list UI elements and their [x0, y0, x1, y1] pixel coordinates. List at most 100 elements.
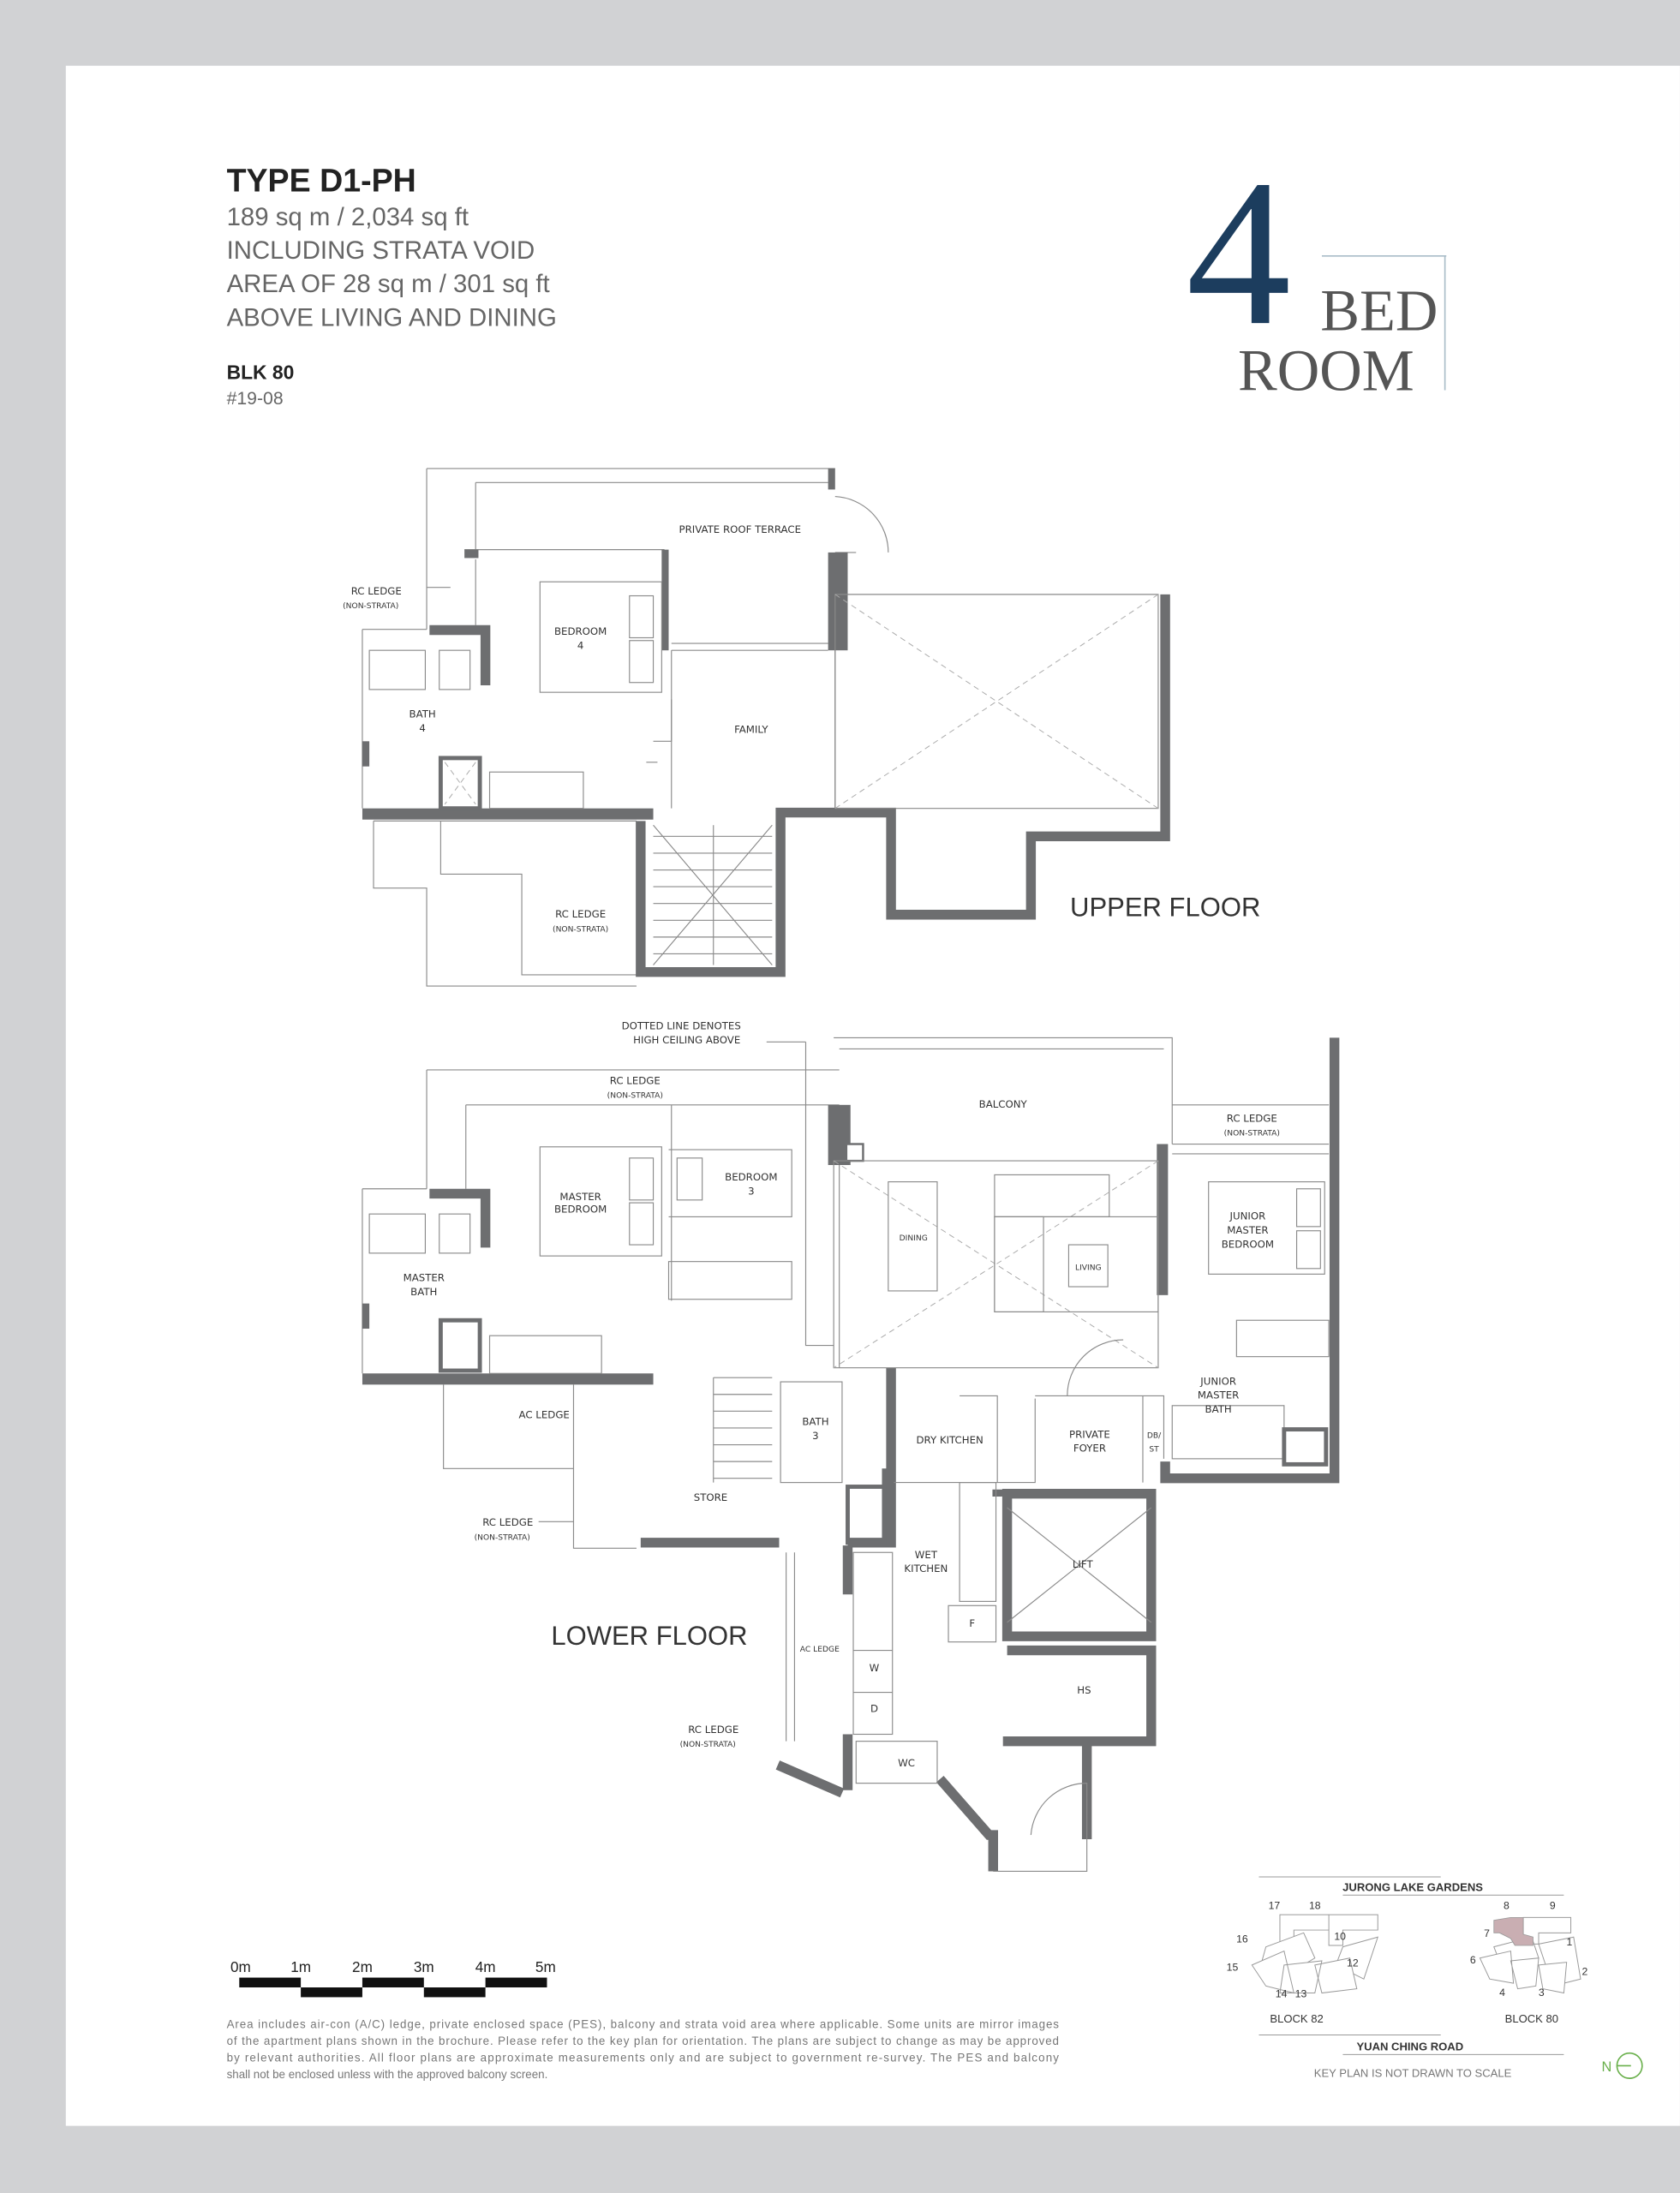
label-private-foyer: FOYER [1073, 1443, 1106, 1455]
bedroom-count-badge: 4 BED ROOM [1187, 136, 1447, 403]
key-unit: 13 [1295, 1987, 1307, 1999]
label-rc-ledge-sub: (NON-STRATA) [475, 1534, 530, 1543]
label-master-bath: BATH [410, 1286, 437, 1298]
label-rc-ledge: RC LEDGE [351, 585, 402, 597]
label-fridge: F [969, 1617, 975, 1629]
key-unit: 9 [1550, 1900, 1556, 1912]
label-dotted-line-note: DOTTED LINE DENOTES [622, 1020, 741, 1032]
label-washer: W [870, 1662, 880, 1674]
label-family: FAMILY [734, 724, 768, 736]
disclaimer-line: of the apartment plans shown in the broc… [227, 2035, 1059, 2047]
key-unit: 17 [1269, 1900, 1281, 1912]
label-master-bath: MASTER [404, 1272, 445, 1284]
scale-tick: 4m [475, 1958, 496, 1975]
key-plan: JURONG LAKE GARDENS 17 18 16 10 15 12 14… [1227, 1876, 1643, 2079]
page-sheet [65, 65, 1680, 2126]
badge-room: ROOM [1238, 338, 1414, 403]
label-bedroom-4: BEDROOM [554, 625, 607, 637]
scale-tick: 1m [290, 1958, 311, 1975]
block-80-outline [1479, 1916, 1581, 1994]
label-junior-master-bedroom: JUNIOR [1229, 1210, 1266, 1222]
highlighted-unit [1493, 1916, 1534, 1946]
key-unit: 1 [1567, 1936, 1573, 1948]
label-wc: WC [898, 1757, 915, 1769]
label-rc-ledge-sub: (NON-STRATA) [1224, 1130, 1280, 1138]
scale-tick: 2m [352, 1958, 373, 1975]
scale-tick: 3m [414, 1958, 434, 1975]
north-label: N [1601, 2059, 1611, 2075]
label-bedroom-3: BEDROOM [725, 1171, 777, 1183]
scale-tick: 5m [535, 1958, 556, 1975]
key-unit: 8 [1504, 1900, 1510, 1912]
block-82-outline [1251, 1914, 1379, 1994]
upper-floor-plan: PRIVATE ROOF TERRACE RC LEDGE (NON-STRAT… [343, 468, 1260, 987]
label-store: STORE [694, 1491, 727, 1503]
label-db-st: DB/ [1147, 1431, 1162, 1440]
unit-type-title: TYPE D1-PH [227, 163, 416, 199]
label-private-foyer: PRIVATE [1069, 1428, 1110, 1440]
label-rc-ledge: RC LEDGE [482, 1516, 533, 1528]
label-rc-ledge-sub: (NON-STRATA) [343, 602, 398, 611]
key-unit: 16 [1236, 1933, 1248, 1945]
label-rc-ledge: RC LEDGE [1227, 1112, 1277, 1124]
label-db-st: ST [1149, 1446, 1159, 1455]
block-label: BLK 80 [227, 361, 295, 383]
disclaimer-line: shall not be enclosed unless with the ap… [227, 2068, 548, 2081]
north-arrow-icon: N [1601, 2052, 1643, 2079]
area-line: AREA OF 28 sq m / 301 sq ft [227, 270, 550, 298]
label-junior-master-bedroom: MASTER [1227, 1224, 1268, 1236]
key-unit: 15 [1227, 1961, 1239, 1973]
label-balcony: BALCONY [979, 1098, 1028, 1110]
label-private-roof-terrace: PRIVATE ROOF TERRACE [679, 523, 801, 535]
label-master-bedroom: BEDROOM [554, 1204, 607, 1216]
key-unit: 12 [1347, 1957, 1359, 1969]
unit-number: #19-08 [227, 389, 284, 409]
label-hs: HS [1077, 1684, 1091, 1696]
label-rc-ledge-sub: (NON-STRATA) [553, 925, 608, 934]
key-plan-note: KEY PLAN IS NOT DRAWN TO SCALE [1314, 2066, 1512, 2079]
key-plan-bottom-road: YUAN CHING ROAD [1356, 2040, 1463, 2053]
label-master-bedroom: MASTER [559, 1191, 601, 1203]
label-wet-kitchen: KITCHEN [904, 1563, 948, 1575]
label-dry-kitchen: DRY KITCHEN [917, 1434, 983, 1446]
disclaimer-line: by relevant authorities. All floor plans… [227, 2052, 1060, 2065]
label-ac-ledge: AC LEDGE [800, 1646, 840, 1654]
key-unit: 4 [1499, 1987, 1505, 1999]
label-rc-ledge-sub: (NON-STRATA) [680, 1741, 736, 1749]
label-wet-kitchen: WET [915, 1549, 938, 1561]
area-line: 189 sq m / 2,034 sq ft [227, 203, 469, 231]
label-bath-4: BATH [410, 708, 436, 720]
label-bath-3-num: 3 [812, 1430, 818, 1442]
label-junior-master-bath: BATH [1205, 1403, 1232, 1415]
lower-floor-plan: DOTTED LINE DENOTES HIGH CEILING ABOVE R… [362, 1020, 1340, 1873]
area-line: ABOVE LIVING AND DINING [227, 303, 557, 332]
key-plan-block-82: BLOCK 82 [1270, 2012, 1323, 2025]
label-rc-ledge: RC LEDGE [555, 908, 606, 920]
scale-bar: 0m 1m 2m 3m 4m 5m [230, 1958, 556, 1998]
key-plan-top-road: JURONG LAKE GARDENS [1342, 1880, 1483, 1893]
label-junior-master-bedroom: BEDROOM [1222, 1238, 1274, 1250]
label-rc-ledge: RC LEDGE [610, 1074, 661, 1086]
key-unit: 2 [1581, 1965, 1587, 1977]
lower-floor-title: LOWER FLOOR [551, 1621, 747, 1651]
label-bedroom-4-num: 4 [577, 640, 583, 652]
key-plan-block-80: BLOCK 80 [1505, 2012, 1558, 2025]
area-line: INCLUDING STRATA VOID [227, 236, 535, 265]
label-junior-master-bath: JUNIOR [1199, 1375, 1236, 1387]
label-bath-3: BATH [802, 1416, 828, 1428]
key-unit: 10 [1334, 1930, 1346, 1942]
key-unit: 3 [1539, 1987, 1545, 1999]
disclaimer-line: Area includes air-con (A/C) ledge, priva… [227, 2017, 1060, 2030]
label-bedroom-3-num: 3 [748, 1185, 754, 1197]
label-dining: DINING [900, 1234, 928, 1243]
key-unit: 7 [1484, 1927, 1490, 1939]
scale-tick: 0m [230, 1958, 251, 1975]
key-unit: 6 [1470, 1954, 1476, 1966]
label-dryer: D [870, 1702, 878, 1714]
label-rc-ledge-sub: (NON-STRATA) [607, 1092, 663, 1101]
bedroom-count: 4 [1187, 136, 1291, 368]
label-bath-4-num: 4 [419, 722, 425, 734]
label-lift: LIFT [1073, 1558, 1094, 1570]
label-ac-ledge: AC LEDGE [519, 1409, 570, 1421]
